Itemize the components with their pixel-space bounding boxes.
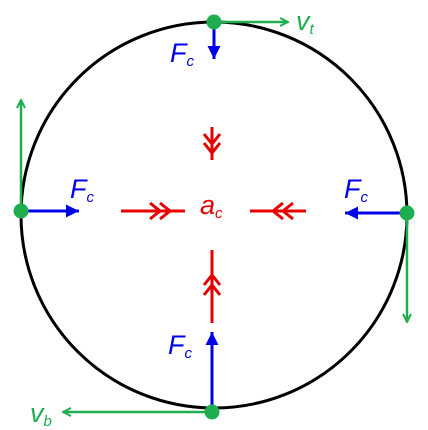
acceleration-arrow-bottom: [202, 250, 222, 323]
object-position-bottom: [204, 404, 220, 420]
velocity-label-bottom: vb: [30, 398, 52, 430]
force-label-bottom: Fc: [168, 330, 192, 362]
object-position-right: [399, 205, 415, 221]
force-label-left: Fc: [70, 174, 94, 206]
acceleration-arrow-top: [202, 127, 222, 160]
acceleration-arrow-right: [250, 201, 306, 221]
force-label-right: Fc: [344, 174, 368, 206]
object-position-top: [206, 14, 222, 30]
acceleration-arrow-left: [121, 201, 185, 221]
velocity-label-top: vt: [296, 6, 314, 38]
acceleration-label: ac: [200, 190, 223, 222]
object-position-left: [13, 203, 29, 219]
force-label-top: Fc: [170, 38, 194, 70]
